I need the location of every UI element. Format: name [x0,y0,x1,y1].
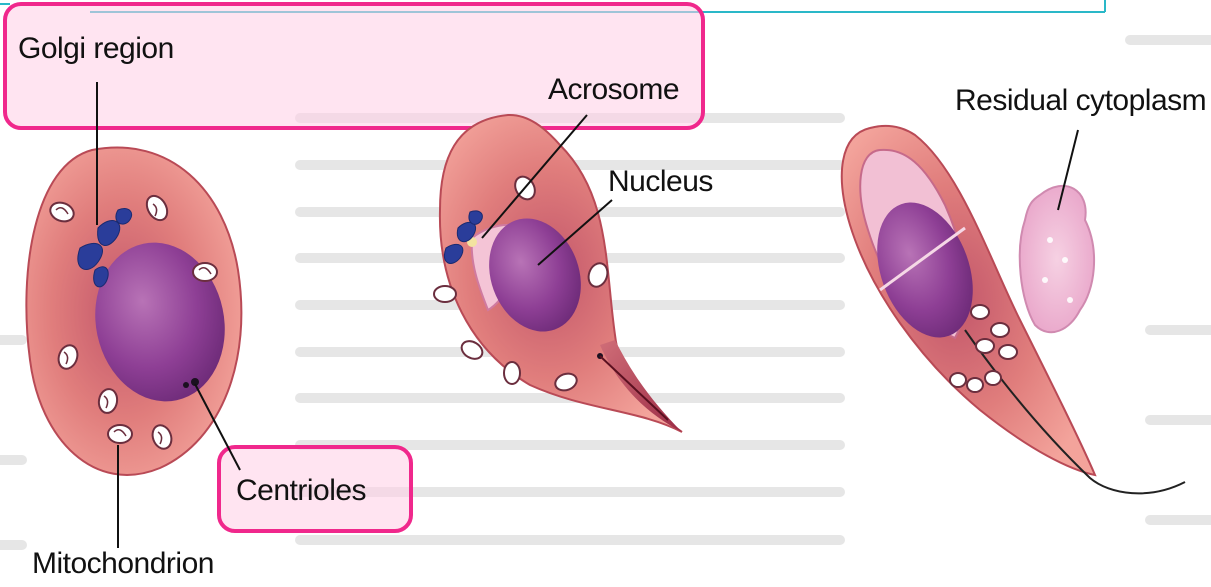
early-spermatid-cell [26,148,241,475]
late-spermatid-cell [842,126,1185,494]
label-residual-cytoplasm: Residual cytoplasm [955,86,1206,116]
middle-spermatid-cell [434,115,682,432]
label-mitochondrion: Mitochondrion [32,549,214,579]
label-acrosome: Acrosome [548,75,679,105]
label-nucleus: Nucleus [608,167,713,197]
label-golgi-region: Golgi region [18,34,174,64]
label-centrioles: Centrioles [236,476,366,506]
